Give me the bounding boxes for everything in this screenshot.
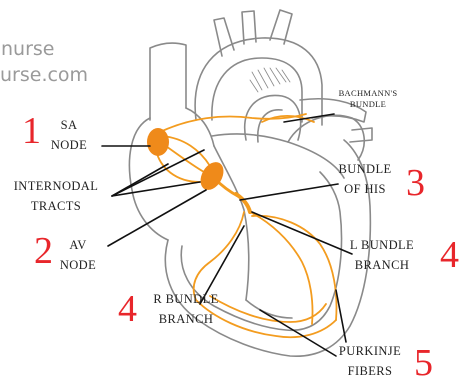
- sa-label-line1: SA: [44, 118, 94, 132]
- bachmann-label-line1: BACHMANN'S: [322, 88, 414, 98]
- lbb-label-line2: BRANCH: [340, 258, 424, 272]
- purkinje-label-line2: FIBERS: [328, 364, 412, 378]
- sa-node: [147, 128, 169, 156]
- av-label-line1: AV: [56, 238, 100, 252]
- lbb-label-line1: L BUNDLE: [340, 238, 424, 252]
- sa-number: 1: [22, 112, 41, 150]
- lbb-number: 4: [440, 236, 459, 274]
- leader-his: [240, 184, 338, 200]
- hatching: [250, 68, 290, 92]
- av-number: 2: [34, 232, 53, 270]
- left-bundle-branch-2: [252, 216, 336, 320]
- leader-lbb: [252, 212, 352, 254]
- his-label-line1: BUNDLE: [330, 162, 400, 176]
- aortic-branches: [214, 10, 292, 56]
- leader-av: [108, 190, 206, 246]
- septum: [212, 134, 344, 300]
- rbb-label-line2: BRANCH: [140, 312, 232, 326]
- aortic-arch: [195, 38, 322, 125]
- internodal-label-line1: INTERNODAL: [2, 179, 110, 193]
- superior-vena-cava: [150, 43, 186, 120]
- rbb-number: 4: [118, 290, 137, 328]
- leader-purkinje-2: [336, 290, 346, 342]
- bachmann-label-line2: BUNDLE: [322, 99, 414, 109]
- rbb-label-line1: R BUNDLE: [140, 292, 232, 306]
- av-label-line2: NODE: [56, 258, 100, 272]
- his-label-line2: OF HIS: [330, 182, 400, 196]
- internodal-label-line2: TRACTS: [2, 199, 110, 213]
- leader-purkinje-1: [260, 310, 336, 356]
- his-number: 3: [406, 164, 425, 202]
- right-bundle-branch: [194, 212, 244, 300]
- purkinje-number: 5: [414, 344, 433, 382]
- purkinje-label-line1: PURKINJE: [328, 344, 412, 358]
- sa-label-line2: NODE: [44, 138, 94, 152]
